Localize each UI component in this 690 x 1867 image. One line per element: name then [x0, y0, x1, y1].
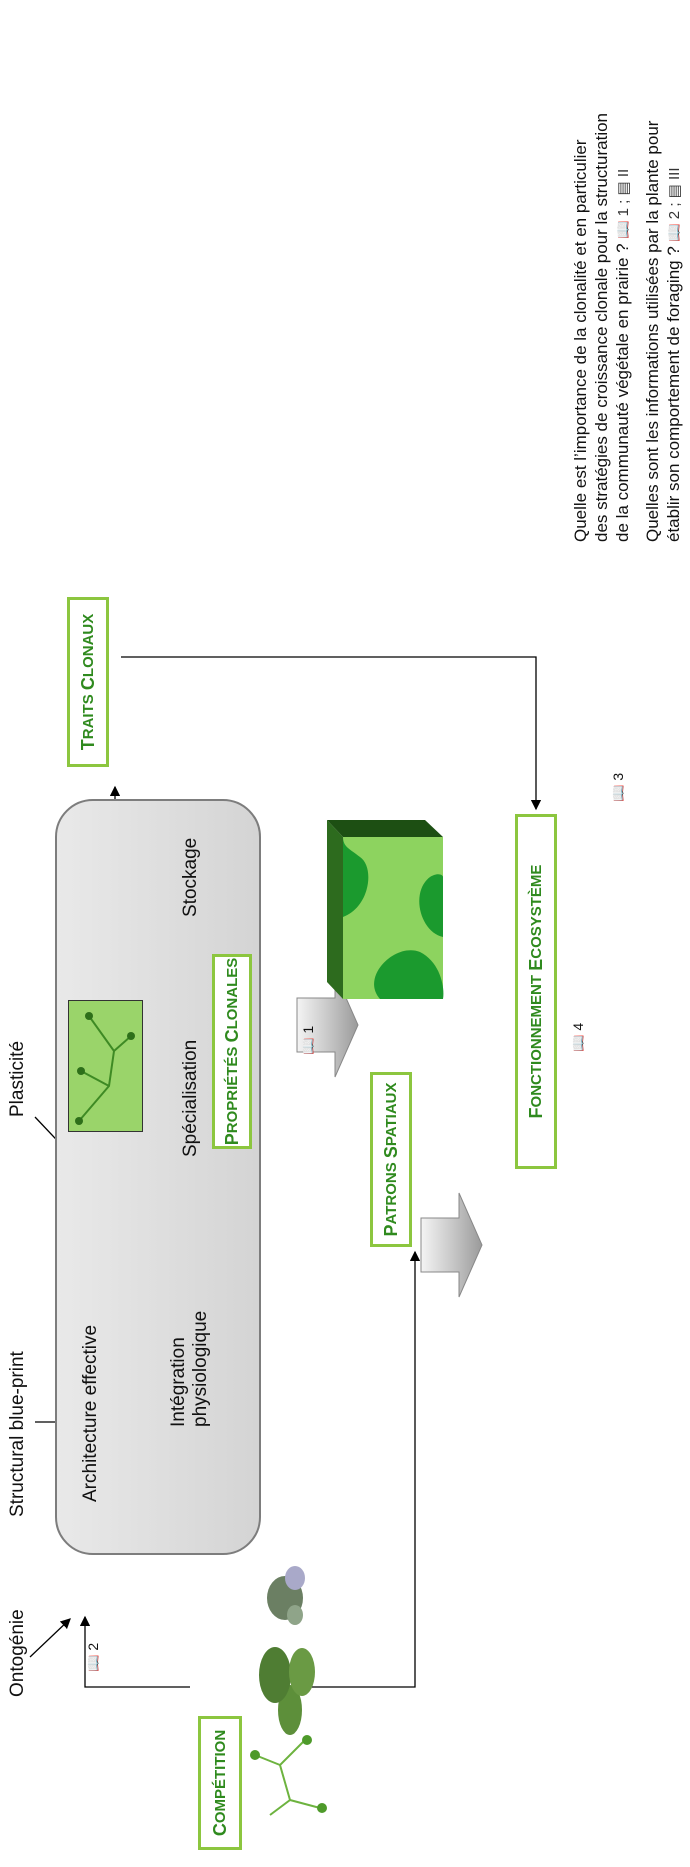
label-specialisation: Spécialisation — [180, 1039, 201, 1157]
clonal-architecture-thumbnail — [68, 1000, 143, 1132]
book-icon: 📖 — [85, 1654, 101, 1672]
question-ref: 📖 2 ; ▤ III — [666, 167, 683, 246]
book-icon: 📖 — [610, 784, 626, 802]
stolon-sketch — [75, 1012, 135, 1125]
book-number: 1 — [615, 208, 632, 217]
article-number: II — [615, 168, 632, 178]
competition-to-patterns — [305, 1250, 421, 1688]
label-integration-1: Intégration — [168, 1337, 189, 1427]
question-line: Quelle est l’importance de la clonalité … — [571, 139, 590, 542]
book-icon: 📖 — [615, 216, 632, 244]
label-ontogenie: Ontogénie — [7, 1609, 28, 1697]
question-line: Quelles sont les informations utilisées … — [643, 120, 662, 542]
ref-separator: ; — [666, 198, 683, 211]
label-plasticite: Plasticité — [7, 1040, 28, 1117]
ref-1: 📖 1 — [300, 1025, 316, 1055]
article-icon: ▤ — [666, 179, 683, 199]
question-line: de la communauté végétale en prairie ? — [613, 243, 632, 542]
traits-to-ecosystem — [121, 656, 542, 811]
question-line: des stratégies de croissance clonale pou… — [592, 112, 611, 542]
question-line: établir son comportement de foraging ? — [664, 246, 683, 542]
article-number: III — [666, 167, 683, 180]
question-ref: 📖 1 ; ▤ II — [615, 169, 632, 244]
book-number: 2 — [666, 210, 683, 220]
question-1: Quelle est l’importance de la clonalité … — [570, 7, 634, 542]
label-integration-2: physiologique — [190, 1310, 211, 1427]
ref-4: 📖 4 — [570, 1022, 586, 1052]
article-icon: ▤ — [615, 177, 632, 196]
label-stockage: Stockage — [180, 837, 201, 917]
competition-to-architecture — [79, 1615, 190, 1688]
label-architecture-effective: Architecture effective — [80, 1324, 101, 1502]
book-icon: 📖 — [570, 1034, 586, 1052]
ref-2: 📖 2 — [85, 1642, 101, 1672]
ref-separator: ; — [615, 195, 632, 208]
block-arrow-2 — [420, 1192, 483, 1298]
book-icon: 📖 — [300, 1037, 316, 1055]
book-icon: 📖 — [666, 219, 683, 247]
question-2: Quelles sont les informations utilisées … — [642, 7, 685, 542]
label-structural-blueprint: Structural blue-print — [7, 1351, 28, 1517]
ref-3: 📖 3 — [610, 772, 626, 802]
spatial-patch-map — [327, 820, 444, 999]
ontogenie-pointer — [29, 1618, 71, 1658]
plant-illustration — [250, 1566, 327, 1816]
